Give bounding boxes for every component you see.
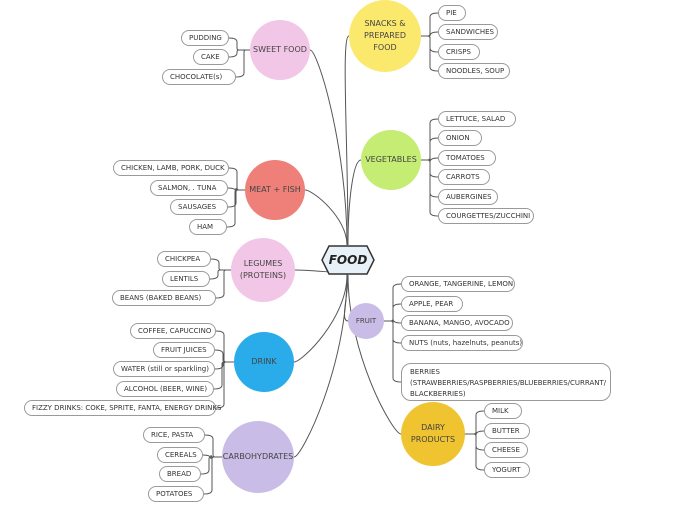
leaf-line-legumes bbox=[209, 269, 231, 280]
leaf-line-sweet bbox=[235, 49, 250, 78]
branch-line-sweet bbox=[309, 49, 348, 246]
topic-legumes[interactable]: LEGUMES (PROTEINS) bbox=[231, 238, 295, 302]
central-topic-hexagon bbox=[321, 245, 375, 275]
leaf-line-drink bbox=[215, 330, 234, 363]
topic-vegetables[interactable]: VEGETABLES bbox=[361, 130, 421, 190]
vegetables-item[interactable]: ONION bbox=[438, 130, 482, 146]
fruit-item[interactable]: BERRIES (STRAWBERRIES/RASPBERRIES/BLUEBE… bbox=[401, 363, 611, 401]
snacks-item[interactable]: CRISPS bbox=[438, 44, 480, 60]
leaf-line-vegetables bbox=[421, 159, 439, 217]
leaf-line-snacks bbox=[421, 35, 439, 72]
leaf-line-dairy bbox=[465, 433, 485, 451]
dairy-item[interactable]: MILK bbox=[484, 403, 522, 419]
leaf-line-legumes bbox=[210, 258, 231, 271]
topic-fruit[interactable]: FRUIT bbox=[348, 303, 384, 339]
vegetables-item[interactable]: COURGETTES/ZUCCHINI bbox=[438, 208, 534, 224]
legumes-item[interactable]: LENTILS bbox=[162, 271, 210, 287]
fruit-item[interactable]: NUTS (nuts, hazelnuts, peanuts) bbox=[401, 335, 523, 351]
drink-item[interactable]: WATER (still or sparkling) bbox=[113, 361, 215, 377]
topic-carbs-label: CARBOHYDRATES bbox=[222, 452, 294, 461]
sweet-item[interactable]: CHOCOLATE(s) bbox=[162, 69, 236, 85]
dairy-item[interactable]: BUTTER bbox=[484, 423, 530, 439]
branch-line-drink bbox=[293, 274, 348, 363]
topic-snacks-label: SNACKS & PREPARED FOOD bbox=[364, 19, 406, 52]
branch-line-carbs bbox=[293, 274, 348, 458]
sweet-item[interactable]: CAKE bbox=[193, 49, 229, 65]
leaf-line-meat bbox=[226, 189, 245, 228]
topic-dairy-label: DAIRY PRODUCTS bbox=[410, 423, 456, 444]
drink-item[interactable]: COFFEE, CAPUCCINO bbox=[130, 323, 216, 339]
fruit-item[interactable]: BANANA, MANGO, AVOCADO bbox=[401, 315, 513, 331]
leaf-line-drink bbox=[215, 361, 234, 409]
central-topic-label: FOOD bbox=[328, 253, 368, 267]
dairy-item[interactable]: YOGURT bbox=[484, 462, 530, 478]
branch-line-snacks bbox=[344, 35, 350, 246]
fruit-item[interactable]: APPLE, PEAR bbox=[401, 296, 463, 312]
fruit-item[interactable]: ORANGE, TANGERINE, LEMON bbox=[401, 276, 515, 292]
leaf-line-carbs bbox=[204, 434, 222, 458]
topic-meat-label: MEAT + FISH bbox=[249, 185, 301, 194]
branch-line-meat bbox=[304, 189, 348, 246]
dairy-item[interactable]: CHEESE bbox=[484, 442, 528, 458]
vegetables-item[interactable]: TOMATOES bbox=[438, 150, 496, 166]
meat-item[interactable]: HAM bbox=[189, 219, 227, 235]
leaf-line-sweet bbox=[228, 49, 250, 58]
meat-item[interactable]: CHICKEN, LAMB, PORK, DUCK bbox=[113, 160, 229, 176]
drink-item[interactable]: FRUIT JUICES bbox=[153, 342, 215, 358]
vegetables-item[interactable]: CARROTS bbox=[438, 169, 490, 185]
leaf-line-carbs bbox=[200, 456, 222, 475]
topic-drink-label: DRINK bbox=[251, 357, 277, 366]
leaf-line-drink bbox=[213, 361, 234, 390]
carbs-item[interactable]: RICE, PASTA bbox=[143, 427, 205, 443]
leaf-line-legumes bbox=[215, 269, 231, 299]
topic-vegetables-label: VEGETABLES bbox=[365, 155, 417, 164]
central-topic[interactable]: FOOD bbox=[321, 245, 375, 275]
snacks-item[interactable]: SANDWICHES bbox=[438, 24, 498, 40]
carbs-item[interactable]: BREAD bbox=[159, 466, 201, 482]
branch-line-dairy bbox=[347, 274, 402, 435]
snacks-item[interactable]: PIE bbox=[438, 5, 466, 21]
meat-item[interactable]: SAUSAGES bbox=[170, 199, 228, 215]
legumes-item[interactable]: CHICKPEA bbox=[157, 251, 211, 267]
snacks-item[interactable]: NOODLES, SOUP bbox=[438, 63, 510, 79]
sweet-item[interactable]: PUDDING bbox=[181, 30, 229, 46]
leaf-line-meat bbox=[228, 167, 245, 191]
topic-sweet-label: SWEET FOOD bbox=[253, 45, 307, 54]
leaf-line-carbs bbox=[203, 456, 222, 495]
leaf-line-fruit bbox=[384, 320, 402, 383]
carbs-item[interactable]: POTATOES bbox=[148, 486, 204, 502]
drink-item[interactable]: ALCOHOL (BEER, WINE) bbox=[116, 381, 214, 397]
leaf-line-dairy bbox=[465, 433, 485, 471]
drink-item[interactable]: FIZZY DRINKS: COKE, SPRITE, FANTA, ENERG… bbox=[24, 400, 221, 416]
legumes-item[interactable]: BEANS (BAKED BEANS) bbox=[112, 290, 216, 306]
leaf-line-dairy bbox=[465, 410, 485, 435]
meat-item[interactable]: SALMON, . TUNA bbox=[150, 180, 228, 196]
topic-meat[interactable]: MEAT + FISH bbox=[245, 160, 305, 220]
leaf-line-meat bbox=[227, 189, 245, 208]
vegetables-item[interactable]: LETTUCE, SALAD bbox=[438, 111, 516, 127]
topic-sweet[interactable]: SWEET FOOD bbox=[250, 20, 310, 80]
topic-dairy[interactable]: DAIRY PRODUCTS bbox=[401, 402, 465, 466]
vegetables-item[interactable]: AUBERGINES bbox=[438, 189, 498, 205]
topic-carbs[interactable]: CARBOHYDRATES bbox=[222, 421, 294, 493]
leaf-line-sweet bbox=[228, 37, 250, 51]
branch-line-vegetables bbox=[347, 159, 362, 246]
topic-fruit-label: FRUIT bbox=[355, 317, 377, 325]
topic-drink[interactable]: DRINK bbox=[234, 332, 294, 392]
carbs-item[interactable]: CEREALS bbox=[157, 447, 203, 463]
topic-legumes-label: LEGUMES (PROTEINS) bbox=[239, 259, 287, 280]
topic-snacks[interactable]: SNACKS & PREPARED FOOD bbox=[349, 0, 421, 72]
